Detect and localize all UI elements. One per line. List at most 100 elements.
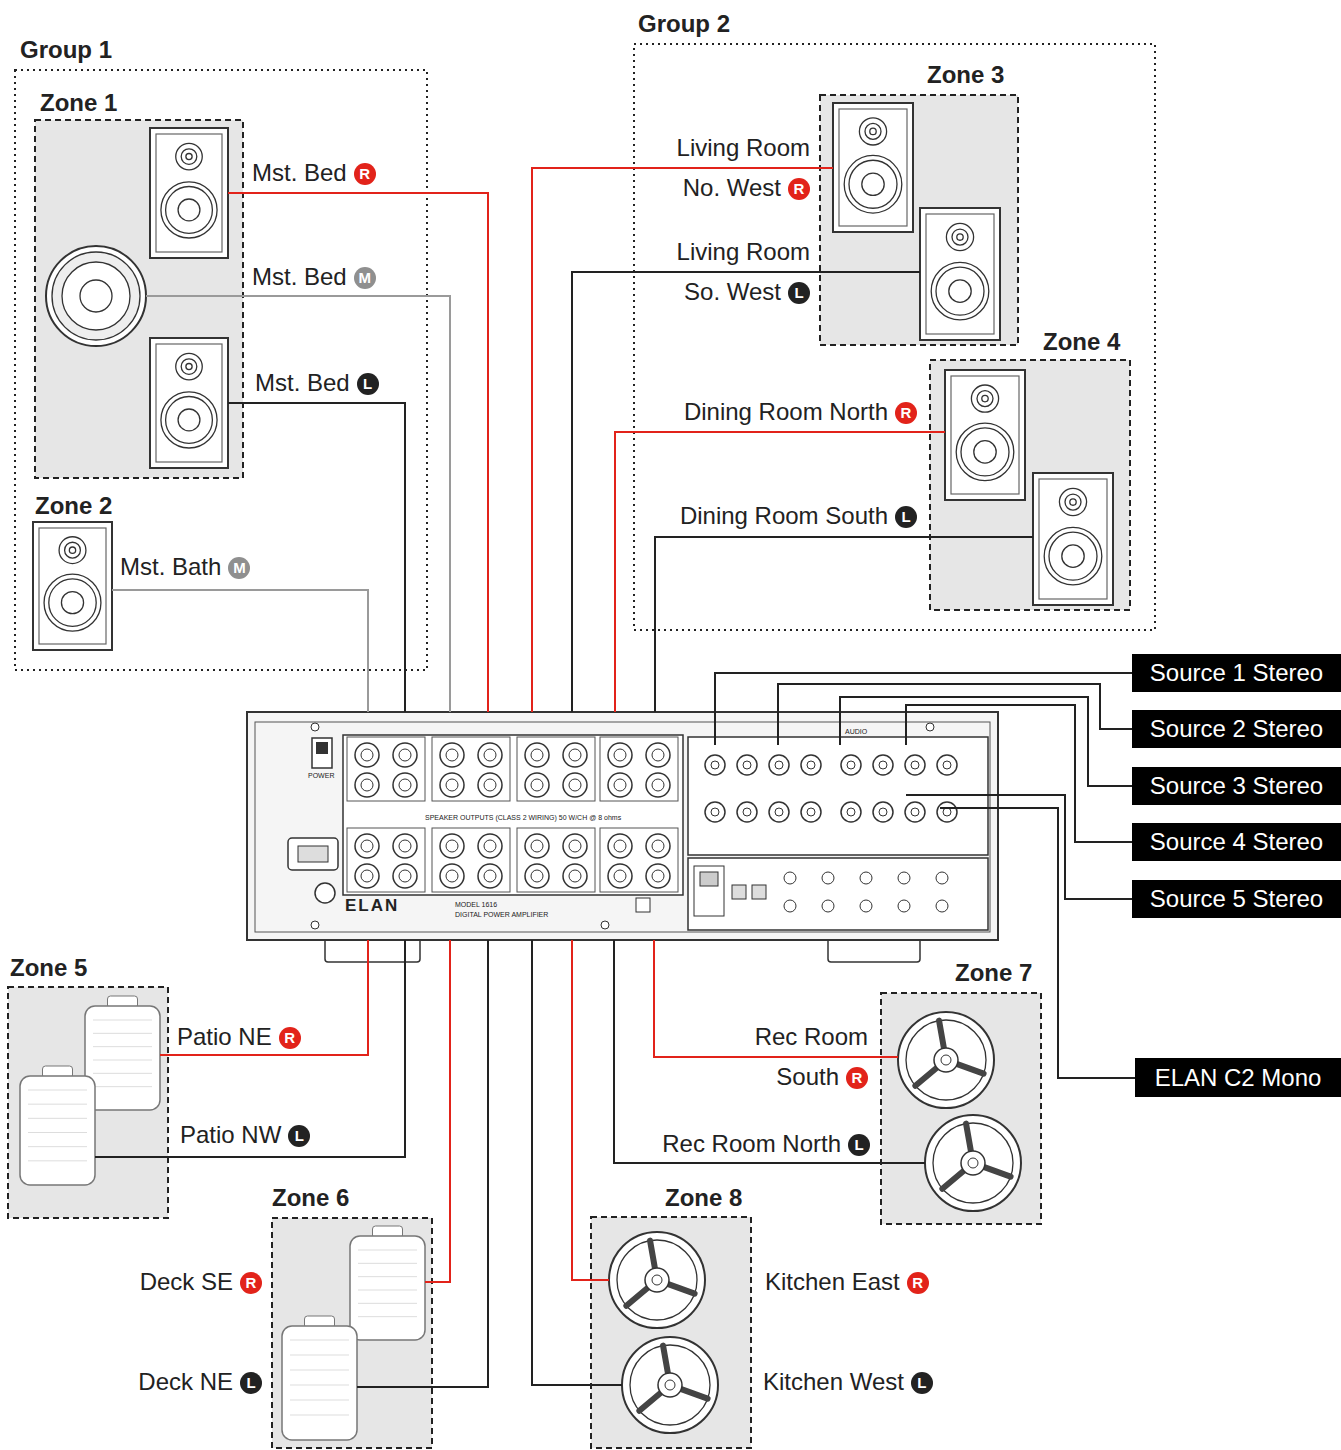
binding-post bbox=[525, 864, 549, 888]
trigger-jack bbox=[898, 872, 910, 884]
source-box: Source 5 Stereo bbox=[1132, 880, 1341, 918]
binding-post-core bbox=[614, 870, 626, 882]
speaker-grille bbox=[926, 214, 994, 334]
binding-post bbox=[478, 864, 502, 888]
speaker-label: Living Room No. WestR bbox=[645, 128, 810, 208]
grille-line bbox=[358, 1316, 417, 1317]
spoke bbox=[966, 1124, 971, 1152]
woofer bbox=[974, 441, 996, 463]
tweeter bbox=[186, 153, 192, 159]
terminal-block bbox=[347, 737, 425, 801]
inner-wire bbox=[940, 807, 998, 809]
speaker-wire bbox=[357, 940, 488, 1387]
binding-post-core bbox=[531, 840, 543, 852]
grille-line bbox=[93, 1033, 152, 1034]
heading-box: Zone 4 bbox=[1043, 328, 1120, 356]
spoke bbox=[663, 1346, 668, 1374]
heading-box: Group 2 bbox=[638, 10, 730, 38]
wall-speaker bbox=[33, 522, 112, 650]
panel-text-box: ELAN bbox=[345, 896, 399, 915]
inner-wire bbox=[906, 794, 998, 796]
speaker-wire bbox=[572, 272, 920, 712]
channel-badge: R bbox=[240, 1272, 262, 1294]
tweeter bbox=[859, 118, 886, 145]
rca-jack bbox=[905, 755, 925, 775]
fuse-holder bbox=[315, 883, 335, 903]
binding-post bbox=[355, 864, 379, 888]
tweeter bbox=[1065, 494, 1081, 510]
grille-line bbox=[28, 1146, 87, 1147]
binding-post bbox=[355, 834, 379, 858]
woofer bbox=[931, 262, 989, 320]
spoke bbox=[942, 1171, 963, 1189]
vianet-port bbox=[694, 866, 724, 916]
speaker-label: Rec Room NorthL bbox=[662, 1129, 870, 1159]
heading-box: Zone 2 bbox=[35, 492, 112, 520]
rca-jack bbox=[937, 802, 957, 822]
rca-jack bbox=[841, 755, 861, 775]
speaker-grille bbox=[156, 134, 222, 252]
binding-post bbox=[608, 773, 632, 797]
binding-post bbox=[478, 743, 502, 767]
zone-outline bbox=[272, 1218, 432, 1448]
sub-ring bbox=[52, 252, 140, 340]
rca-jack-core bbox=[807, 808, 815, 816]
rca-jack-core bbox=[847, 808, 855, 816]
zone-box: Zone 7Rec Room SouthRRec Room NorthL bbox=[881, 993, 1041, 1224]
channel-badge: L bbox=[911, 1372, 933, 1394]
speaker-name: Patio NW bbox=[180, 1121, 281, 1148]
speaker: Rec Room SouthR bbox=[898, 1012, 994, 1108]
speaker-label: Kitchen EastR bbox=[765, 1267, 929, 1297]
outdoor-speaker bbox=[20, 1066, 95, 1185]
sub-ring bbox=[62, 262, 130, 330]
speaker-wire bbox=[572, 940, 609, 1280]
binding-post bbox=[440, 834, 464, 858]
rca-jack-core bbox=[775, 761, 783, 769]
wall-speaker bbox=[150, 128, 228, 258]
spdif-jack bbox=[732, 885, 746, 899]
panel-text-box: AUDIO bbox=[845, 728, 867, 736]
channel-badge: R bbox=[354, 163, 376, 185]
rca-jack-core bbox=[911, 808, 919, 816]
binding-post bbox=[525, 773, 549, 797]
wall-speaker bbox=[945, 370, 1025, 500]
channel-badge: R bbox=[279, 1027, 301, 1049]
grille-line bbox=[290, 1400, 349, 1401]
panel-text-box: SPEAKER OUTPUTS (CLASS 2 WIRING) 50 W/CH… bbox=[425, 814, 621, 822]
power-switch bbox=[312, 738, 332, 768]
terminal-block bbox=[432, 737, 510, 801]
panel-text-box: POWER bbox=[308, 772, 334, 780]
outdoor-speaker bbox=[350, 1226, 425, 1340]
zone-heading: Zone 1 bbox=[40, 89, 117, 116]
speaker: Deck NEL bbox=[282, 1320, 357, 1440]
control-panel bbox=[688, 858, 988, 930]
source-box: Source 2 Stereo bbox=[1132, 710, 1341, 748]
grille-line bbox=[290, 1340, 349, 1341]
sub-ring bbox=[46, 246, 146, 346]
channel-badge: R bbox=[895, 402, 917, 424]
cone bbox=[630, 1345, 710, 1425]
rca-jack-core bbox=[743, 808, 751, 816]
binding-post-core bbox=[399, 749, 411, 761]
rca-jack bbox=[801, 755, 821, 775]
rca-jack-core bbox=[911, 761, 919, 769]
binding-post-core bbox=[569, 779, 581, 791]
heading-box: Zone 5 bbox=[10, 954, 87, 982]
binding-post-core bbox=[614, 779, 626, 791]
tweeter bbox=[946, 223, 973, 250]
speaker: Mst. BathM bbox=[33, 522, 112, 650]
binding-post-core bbox=[484, 749, 496, 761]
channel-badge: L bbox=[895, 506, 917, 528]
spoke bbox=[915, 1068, 936, 1086]
source-box: ELAN C2 Mono bbox=[1135, 1058, 1341, 1097]
speaker-wire bbox=[778, 684, 1132, 729]
subwoofer bbox=[46, 246, 146, 346]
grille-line bbox=[358, 1276, 417, 1277]
cabinet bbox=[85, 1006, 160, 1110]
terminal-block bbox=[517, 737, 595, 801]
tweeter bbox=[181, 149, 197, 165]
speaker-name: Kitchen West bbox=[763, 1368, 904, 1395]
source-name: ELAN C2 Mono bbox=[1155, 1064, 1322, 1092]
tweeter bbox=[69, 547, 75, 553]
trigger-jack bbox=[936, 872, 948, 884]
